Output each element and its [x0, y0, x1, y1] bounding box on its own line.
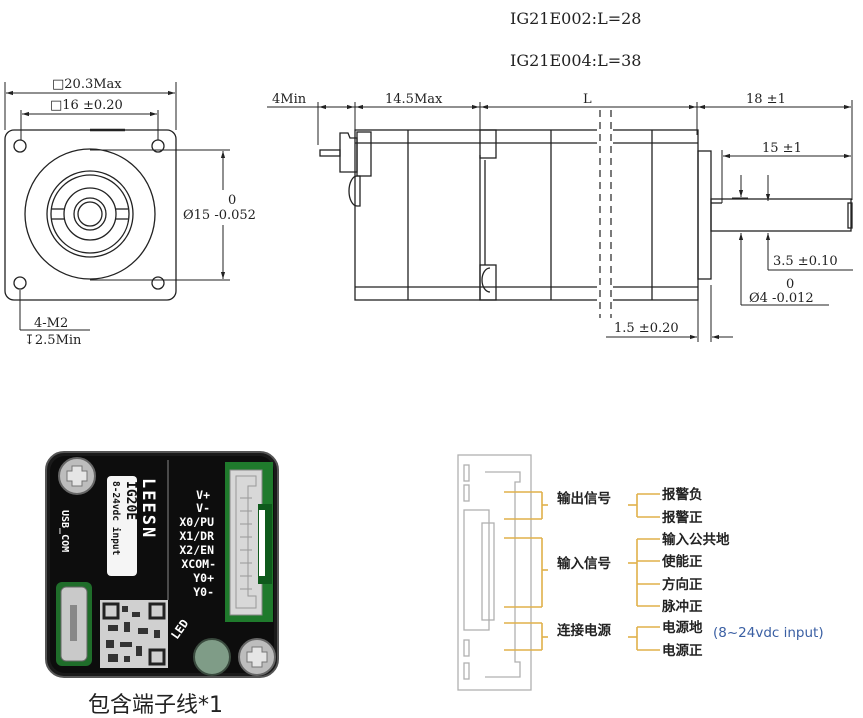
- pin-desc: 脉冲正: [661, 598, 703, 615]
- mount-hole: [151, 139, 165, 153]
- mount-hole: [151, 276, 165, 290]
- group-label-output: 输出信号: [557, 490, 611, 507]
- pin-label: XCOM-: [181, 557, 216, 571]
- dim-14-5max: 14.5Max: [385, 92, 443, 107]
- pin-label: X2/EN: [179, 543, 214, 557]
- dim-18: 18 ±1: [746, 92, 786, 107]
- pin-label: V-: [196, 501, 210, 515]
- usb-label: USB_COM: [59, 510, 70, 552]
- model-label-002: IG21E002:L=28: [510, 9, 641, 28]
- shaft-circle: [77, 201, 103, 227]
- wiring-diagram: 输出信号 输入信号 连接电源 报警负 报警正 输入公共地 使能正 方向正 脉冲正…: [457, 454, 824, 691]
- connector-outline: [457, 454, 532, 691]
- dia-upper-tol: 0: [228, 193, 236, 208]
- pin-label: V+: [196, 488, 210, 502]
- driver-pcb: LED IG20E 8-24vdc input LEESN USB_COM: [45, 451, 279, 678]
- wires: [504, 491, 660, 651]
- front-view: □20.3Max □16 ±0.20 0 Ø15 -0.052 4-M2: [4, 77, 256, 348]
- pilot-circle: [24, 148, 156, 280]
- pin-label: Y0-: [193, 585, 214, 599]
- dim-outer-text: □20.3Max: [52, 77, 122, 92]
- dia-lower-tol: Ø15 -0.052: [183, 208, 256, 223]
- dim-3-5: 3.5 ±0.10: [773, 254, 838, 269]
- shaft-dia-upper: 0: [786, 277, 794, 292]
- dim-inner-text: □16 ±0.20: [50, 98, 123, 113]
- dim-4min: 4Min: [272, 92, 307, 107]
- pcb-caption: 包含端子线*1: [88, 693, 223, 718]
- boss: [697, 150, 712, 280]
- power-note: (8~24vdc input): [713, 625, 824, 641]
- pin-labels: V+ V- X0/PU X1/DR X2/EN XCOM- Y0+ Y0-: [179, 488, 216, 599]
- group-label-power: 连接电源: [557, 622, 611, 639]
- dim-1-5: 1.5 ±0.20: [614, 321, 679, 336]
- pin-desc: 输入公共地: [662, 531, 730, 548]
- dim-15: 15 ±1: [762, 141, 802, 156]
- pin-label: X1/DR: [179, 529, 214, 543]
- dim-L: L: [583, 92, 592, 107]
- model-label-004: IG21E004:L=38: [510, 51, 641, 70]
- shaft-dia-lower: Ø4 -0.012: [749, 291, 814, 306]
- pcb-brand: LEESN: [138, 478, 158, 539]
- hole-spec-1: 4-M2: [34, 316, 68, 331]
- side-view: 4Min 14.5Max L 18 ±1 15 ±1: [267, 92, 853, 342]
- pin-desc: 方向正: [662, 576, 703, 593]
- led-indicator: [193, 638, 231, 676]
- mount-hole: [13, 276, 27, 290]
- pin-desc: 电源正: [662, 642, 703, 659]
- pin-desc: 报警负: [662, 486, 703, 503]
- model-sticker: [107, 476, 137, 576]
- pin-label: Y0+: [193, 571, 214, 585]
- pin-desc: 使能正: [661, 553, 703, 570]
- shaft: [710, 198, 852, 232]
- terminal-connector[interactable]: [229, 469, 263, 616]
- hole-spec-2: ↧2.5Min: [24, 333, 82, 348]
- pcb-model: IG20E: [123, 481, 138, 520]
- motor-body: [354, 129, 699, 301]
- mount-hole: [13, 139, 27, 153]
- pin-desc: 报警正: [662, 509, 703, 526]
- pin-label: X0/PU: [179, 515, 214, 529]
- motor-flange: [4, 129, 177, 301]
- pcb-voltage: 8-24vdc input: [110, 481, 121, 555]
- pin-desc: 电源地: [662, 619, 703, 636]
- group-label-input: 输入信号: [557, 555, 611, 572]
